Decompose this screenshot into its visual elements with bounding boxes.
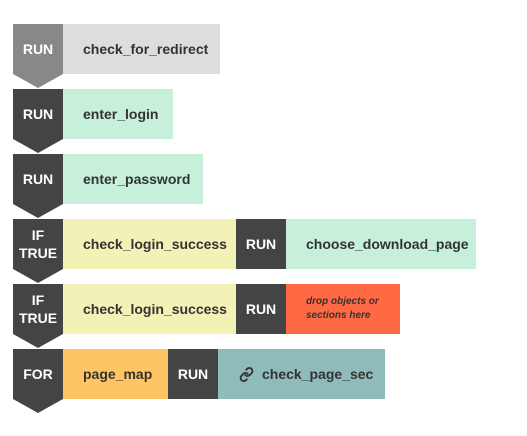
action-label: check_for_redirect xyxy=(83,41,209,57)
condition-block[interactable]: check_login_success xyxy=(63,284,236,334)
condition-label: check_login_success xyxy=(83,236,227,252)
keyword-label: IF xyxy=(31,227,45,243)
block-pointer xyxy=(13,204,63,218)
keyword-label: FOR xyxy=(23,366,53,382)
keyword-label: RUN xyxy=(22,106,54,122)
action-block[interactable]: enter_password xyxy=(63,154,203,204)
block-row-2[interactable]: RUN enter_password xyxy=(0,154,527,218)
block-pointer xyxy=(13,74,63,88)
condition-label: check_login_success xyxy=(83,301,227,317)
action-block[interactable]: choose_download_page xyxy=(286,219,476,269)
block-pointer xyxy=(13,139,63,153)
keyword-block[interactable]: IF TRUE xyxy=(13,219,63,269)
iterator-block[interactable]: page_map xyxy=(63,349,168,399)
block-row-4[interactable]: IF TRUE check_login_success RUN drop obj… xyxy=(0,284,527,348)
block-pointer xyxy=(13,334,63,348)
block-pointer xyxy=(13,399,63,413)
drop-zone-hint: drop objects or sections here xyxy=(306,296,379,321)
iterator-label: page_map xyxy=(83,366,153,382)
keyword-label: RUN xyxy=(177,366,209,382)
keyword-block[interactable]: RUN xyxy=(13,89,63,139)
action-label: check_page_sec xyxy=(262,366,374,382)
keyword-label: TRUE xyxy=(18,245,58,261)
block-pointer xyxy=(13,269,63,283)
keyword-block[interactable]: IF TRUE xyxy=(13,284,63,334)
keyword-block[interactable]: RUN xyxy=(13,24,63,74)
block-row-1[interactable]: RUN enter_login xyxy=(0,89,527,153)
keyword-block[interactable]: RUN xyxy=(13,154,63,204)
action-label: enter_login xyxy=(83,106,159,122)
action-block[interactable]: enter_login xyxy=(63,89,173,139)
keyword-block[interactable]: RUN xyxy=(236,284,286,334)
keyword-label: RUN xyxy=(245,301,277,317)
drop-zone[interactable]: drop objects or sections here xyxy=(286,284,400,334)
block-row-0[interactable]: RUN check_for_redirect xyxy=(0,24,527,88)
keyword-label: RUN xyxy=(22,171,54,187)
keyword-block[interactable]: FOR xyxy=(13,349,63,399)
action-label: choose_download_page xyxy=(306,236,469,252)
link-icon xyxy=(238,366,254,382)
block-row-5[interactable]: FOR page_map RUN check_page_sec xyxy=(0,349,527,413)
linked-action-block[interactable]: check_page_sec xyxy=(218,349,385,399)
keyword-block[interactable]: RUN xyxy=(236,219,286,269)
action-label: enter_password xyxy=(83,171,191,187)
action-block[interactable]: check_for_redirect xyxy=(63,24,220,74)
keyword-label: TRUE xyxy=(18,310,58,326)
block-row-3[interactable]: IF TRUE check_login_success RUN choose_d… xyxy=(0,219,527,283)
keyword-label: RUN xyxy=(22,41,54,57)
keyword-block[interactable]: RUN xyxy=(168,349,218,399)
condition-block[interactable]: check_login_success xyxy=(63,219,236,269)
keyword-label: IF xyxy=(31,292,45,308)
keyword-label: RUN xyxy=(245,236,277,252)
